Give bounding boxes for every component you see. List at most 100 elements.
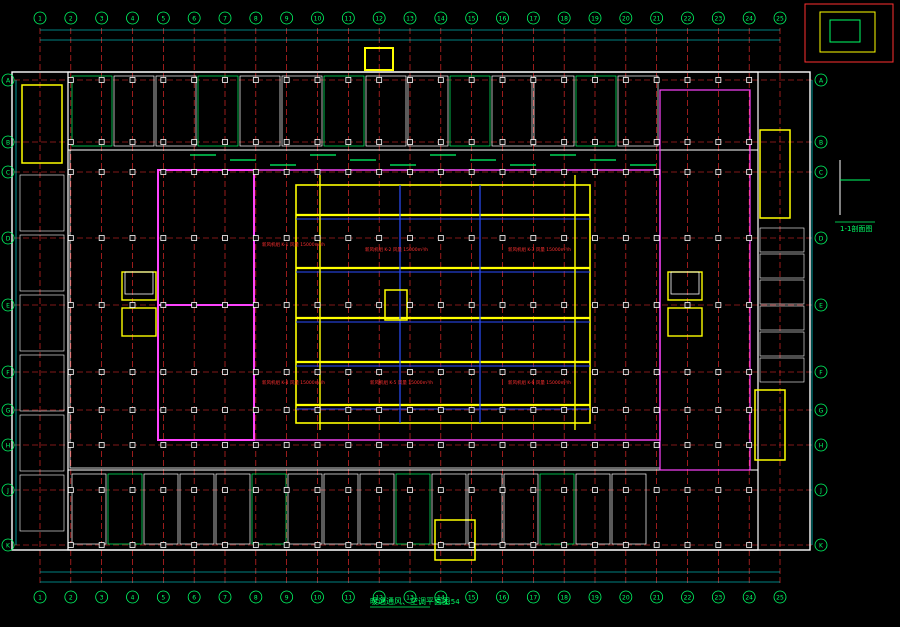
column-23-D xyxy=(715,235,722,241)
column-2-E xyxy=(67,302,74,308)
column-18-A xyxy=(561,77,568,83)
ahu-unit-3 xyxy=(667,307,703,337)
bubble-top-label: 21 xyxy=(653,16,661,23)
bubble-right-H xyxy=(814,438,828,452)
column-20-A xyxy=(622,77,629,83)
bubble-bottom-13 xyxy=(403,590,417,604)
south-room-2 xyxy=(143,473,179,545)
column-22-D xyxy=(684,235,691,241)
bubble-bottom-label: 3 xyxy=(100,595,104,602)
west-room-0 xyxy=(19,174,65,232)
column-19-K xyxy=(592,542,598,548)
column-2-B xyxy=(67,139,74,145)
column-15-E xyxy=(468,302,475,308)
column-6-C xyxy=(191,169,198,175)
column-17-E xyxy=(530,302,537,308)
bubble-top-14 xyxy=(434,11,448,25)
column-6-E xyxy=(191,302,198,308)
column-24-J xyxy=(746,487,753,493)
column-12-C xyxy=(376,169,383,175)
column-22-A xyxy=(684,77,691,83)
column-2-K xyxy=(67,542,74,548)
column-8-H xyxy=(252,442,259,448)
east-room-0 xyxy=(759,227,805,253)
bubble-bottom-label: 24 xyxy=(745,595,753,602)
column-6-H xyxy=(191,442,198,448)
bubble-top-22 xyxy=(681,11,694,25)
column-14-F xyxy=(437,369,444,375)
column-10-C xyxy=(314,169,321,175)
column-11-H xyxy=(345,442,352,448)
column-8-A xyxy=(252,77,259,83)
bubble-left-label: E xyxy=(6,303,10,310)
column-20-E xyxy=(622,302,629,308)
bubble-bottom-1 xyxy=(33,590,47,604)
service-rooms xyxy=(19,75,805,545)
east-stair-top xyxy=(759,129,791,219)
column-16-J xyxy=(499,487,506,493)
column-23-A xyxy=(715,77,722,83)
bubble-bottom-label: 11 xyxy=(345,595,353,602)
bubble-bottom-label: 8 xyxy=(254,595,258,602)
column-9-B xyxy=(283,139,290,145)
bubble-right-label: E xyxy=(819,303,823,310)
column-20-B xyxy=(622,139,629,145)
south-room-6 xyxy=(287,473,323,545)
bubble-top-label: 2 xyxy=(69,16,73,23)
bubble-left-label: A xyxy=(6,78,11,85)
bubble-left-B xyxy=(1,135,15,149)
bubble-top-25 xyxy=(773,11,787,25)
column-3-A xyxy=(98,77,105,83)
column-7-K xyxy=(222,542,228,548)
east-room-4 xyxy=(759,331,805,357)
column-10-D xyxy=(314,235,321,241)
bubble-right-B xyxy=(814,135,828,149)
column-16-E xyxy=(499,302,506,308)
column-14-K xyxy=(437,542,444,548)
column-15-D xyxy=(468,235,475,241)
south-room-7 xyxy=(323,473,359,545)
column-7-J xyxy=(222,487,228,493)
column-24-A xyxy=(746,77,753,83)
column-20-K xyxy=(622,542,629,548)
column-11-G xyxy=(345,407,352,413)
bubble-bottom-23 xyxy=(711,590,725,604)
column-2-D xyxy=(67,235,74,241)
south-room-13 xyxy=(539,473,575,545)
column-9-H xyxy=(283,442,290,448)
column-18-H xyxy=(561,442,568,448)
column-24-G xyxy=(746,407,753,413)
south-room-3 xyxy=(179,473,215,545)
column-8-C xyxy=(252,169,259,175)
column-23-B xyxy=(715,139,722,145)
column-16-F xyxy=(499,369,506,375)
bubble-bottom-8 xyxy=(249,590,263,604)
column-13-B xyxy=(407,139,413,145)
bubble-left-label: K xyxy=(6,543,11,550)
bubble-top-label: 8 xyxy=(254,16,258,23)
bubble-right-E xyxy=(814,298,828,312)
column-19-A xyxy=(592,77,598,83)
bubble-top-label: 18 xyxy=(560,16,568,23)
column-22-F xyxy=(684,369,691,375)
column-11-E xyxy=(345,302,352,308)
north-room-4 xyxy=(239,75,281,147)
duct-loop xyxy=(295,184,591,424)
column-15-B xyxy=(468,139,475,145)
bubble-right-D xyxy=(814,231,828,245)
ahu-unit-2 xyxy=(667,271,703,301)
column-16-C xyxy=(499,169,506,175)
column-7-G xyxy=(222,407,228,413)
inset-room xyxy=(819,11,876,53)
column-20-H xyxy=(622,442,629,448)
column-5-B xyxy=(160,139,167,145)
column-2-H xyxy=(67,442,74,448)
column-10-G xyxy=(314,407,321,413)
column-13-H xyxy=(407,442,413,448)
bubble-top-2 xyxy=(64,11,78,25)
bubble-left-label: D xyxy=(6,236,11,243)
column-21-C xyxy=(653,169,660,175)
bubble-top-label: 25 xyxy=(776,16,784,23)
bubble-right-label: D xyxy=(819,236,824,243)
column-6-G xyxy=(191,407,198,413)
